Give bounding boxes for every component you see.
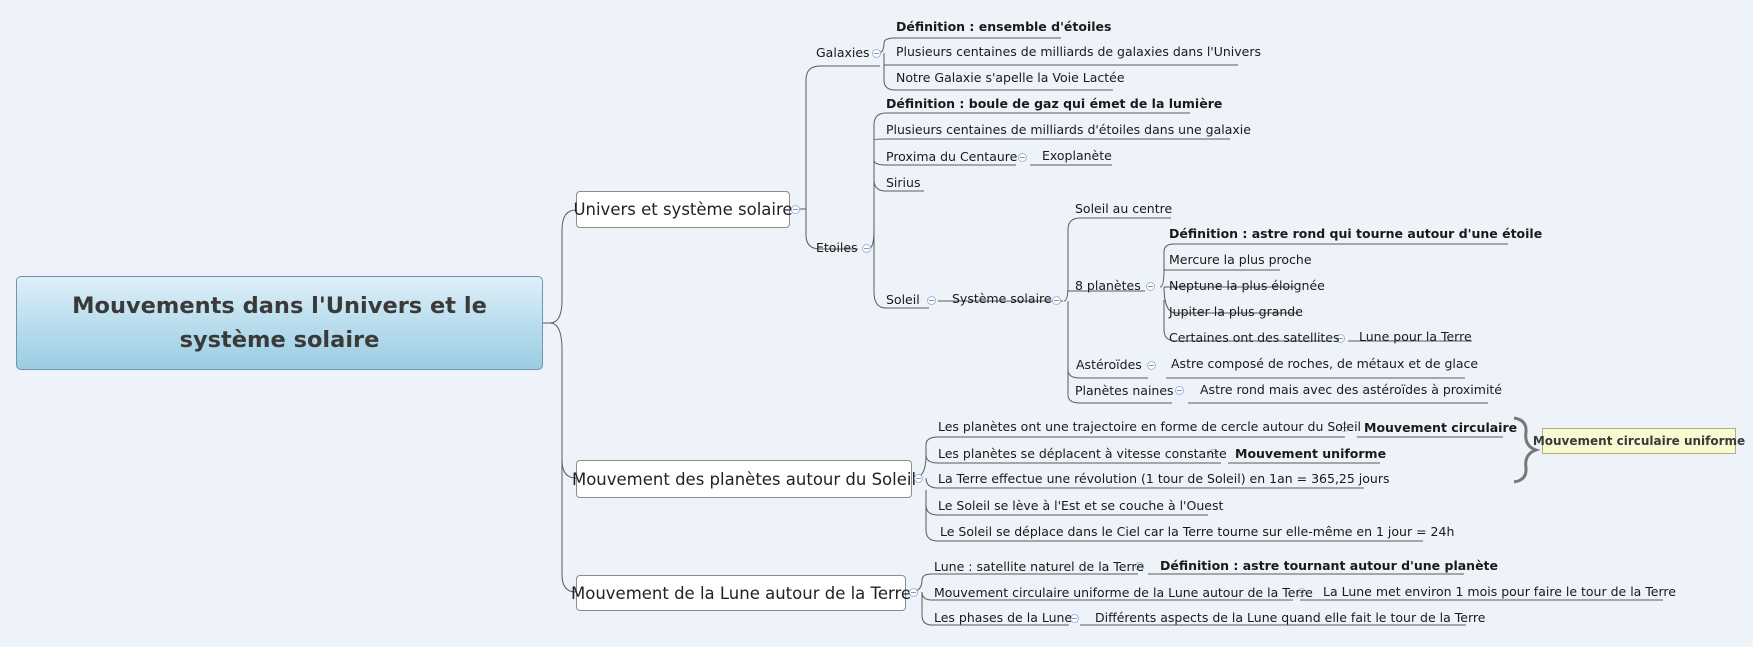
collapse-icon[interactable] <box>862 244 871 253</box>
collapse-icon[interactable] <box>909 588 918 597</box>
topic-mercure[interactable]: Mercure la plus proche <box>1169 252 1312 267</box>
central-topic[interactable]: Mouvements dans l'Univers et le système … <box>16 276 543 370</box>
collapse-icon[interactable] <box>1070 614 1079 623</box>
collapse-icon[interactable] <box>1336 334 1345 343</box>
topic-voie-lactee[interactable]: Notre Galaxie s'apelle la Voie Lactée <box>896 70 1125 85</box>
topic-etoiles-count[interactable]: Plusieurs centaines de milliards d'étoil… <box>886 122 1251 137</box>
topic-rotation-terre[interactable]: Le Soleil se déplace dans le Ciel car la… <box>940 524 1455 539</box>
collapse-icon[interactable] <box>1135 562 1144 571</box>
topic-etoiles[interactable]: Etoiles <box>816 240 858 255</box>
topic-sirius[interactable]: Sirius <box>886 175 921 190</box>
collapse-icon[interactable] <box>1146 282 1155 291</box>
topic-soleil[interactable]: Soleil <box>886 292 920 307</box>
collapse-icon[interactable] <box>1340 423 1349 432</box>
collapse-icon[interactable] <box>1052 296 1061 305</box>
collapse-icon[interactable] <box>914 474 923 483</box>
topic-neptune[interactable]: Neptune la plus éloignée <box>1169 278 1325 293</box>
topic-proxima[interactable]: Proxima du Centaure <box>886 149 1018 164</box>
collapse-icon[interactable] <box>1147 361 1156 370</box>
topic-soleil-centre[interactable]: Soleil au centre <box>1075 201 1173 216</box>
topic-phases-definition[interactable]: Différents aspects de la Lune quand elle… <box>1095 610 1486 625</box>
topic-mouvement-circulaire[interactable]: Mouvement circulaire <box>1364 420 1518 435</box>
collapse-icon[interactable] <box>1209 449 1218 458</box>
topic-vitesse-constante[interactable]: Les planètes se déplacent à vitesse cons… <box>938 446 1227 461</box>
topic-galaxies-definition[interactable]: Définition : ensemble d'étoiles <box>896 19 1112 34</box>
topic-lune-definition[interactable]: Définition : astre tournant autour d'une… <box>1160 558 1498 573</box>
collapse-icon[interactable] <box>1297 588 1306 597</box>
topic-galaxies-count[interactable]: Plusieurs centaines de milliards de gala… <box>896 44 1262 59</box>
topic-trajectoire-cercle[interactable]: Les planètes ont une trajectoire en form… <box>938 419 1362 434</box>
topic-phases-lune[interactable]: Les phases de la Lune <box>934 610 1073 625</box>
collapse-icon[interactable] <box>872 49 881 58</box>
topic-lune-satellite[interactable]: Lune : satellite naturel de la Terre <box>934 559 1144 574</box>
summary-note[interactable]: Mouvement circulaire uniforme <box>1533 428 1745 454</box>
topic-mouvement-uniforme[interactable]: Mouvement uniforme <box>1235 446 1387 461</box>
branch-mouvement-lune[interactable]: Mouvement de la Lune autour de la Terre <box>571 575 911 611</box>
topic-huit-planetes[interactable]: 8 planètes <box>1075 278 1141 293</box>
topic-lune-un-mois[interactable]: La Lune met environ 1 mois pour faire le… <box>1323 584 1676 599</box>
topic-lune-mouvement[interactable]: Mouvement circulaire uniforme de la Lune… <box>934 585 1313 600</box>
collapse-icon[interactable] <box>791 205 800 214</box>
collapse-icon[interactable] <box>1018 153 1027 162</box>
topic-exoplanete[interactable]: Exoplanète <box>1042 148 1112 163</box>
collapse-icon[interactable] <box>1175 386 1184 395</box>
topic-asteroides-definition[interactable]: Astre composé de roches, de métaux et de… <box>1171 356 1479 371</box>
branch-univers[interactable]: Univers et système solaire <box>573 191 793 228</box>
topic-planete-definition[interactable]: Définition : astre rond qui tourne autou… <box>1169 226 1543 241</box>
collapse-icon[interactable] <box>927 296 936 305</box>
topic-soleil-leve[interactable]: Le Soleil se lève à l'Est et se couche à… <box>938 498 1224 513</box>
topic-galaxies[interactable]: Galaxies <box>816 45 870 60</box>
topic-naines-definition[interactable]: Astre rond mais avec des astéroïdes à pr… <box>1200 382 1503 397</box>
topic-systeme-solaire[interactable]: Système solaire <box>952 291 1052 306</box>
topic-etoiles-definition[interactable]: Définition : boule de gaz qui émet de la… <box>886 96 1223 111</box>
topic-planetes-naines[interactable]: Planètes naines <box>1075 383 1174 398</box>
topic-revolution-terre[interactable]: La Terre effectue une révolution (1 tour… <box>938 471 1390 486</box>
topic-lune-terre[interactable]: Lune pour la Terre <box>1359 329 1472 344</box>
topic-asteroides[interactable]: Astéroïdes <box>1076 357 1142 372</box>
branch-mouvement-planetes[interactable]: Mouvement des planètes autour du Soleil <box>572 460 916 498</box>
topic-jupiter[interactable]: Jupiter la plus grande <box>1169 304 1303 319</box>
topic-satellites[interactable]: Certaines ont des satellites <box>1169 330 1340 345</box>
